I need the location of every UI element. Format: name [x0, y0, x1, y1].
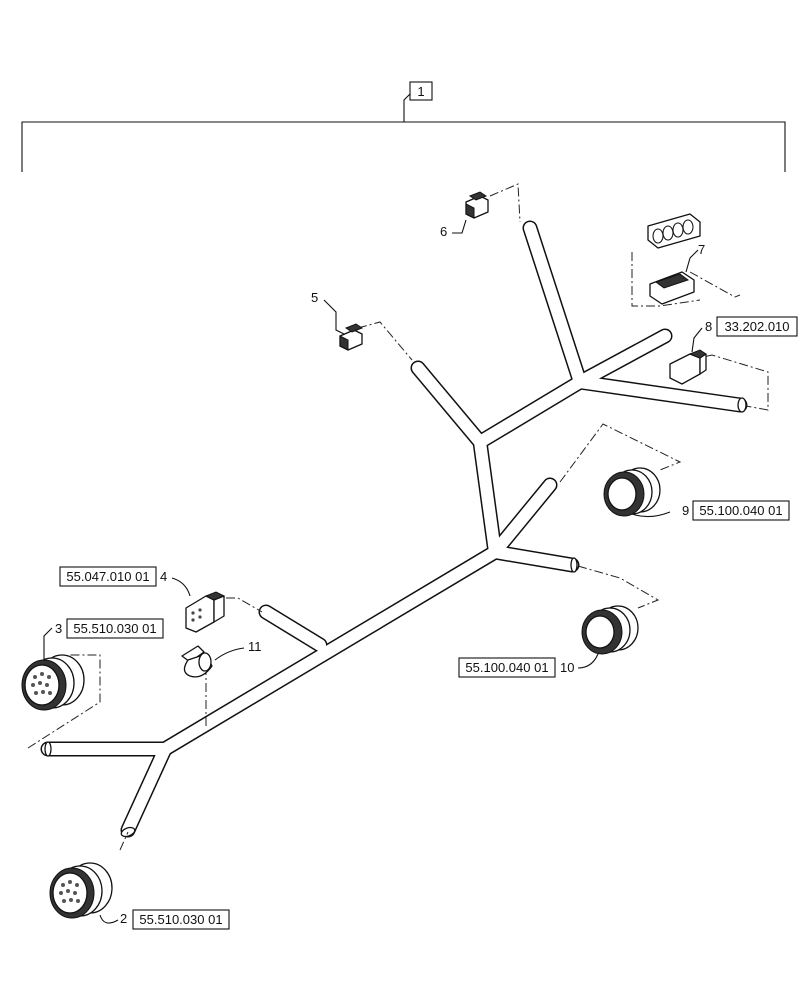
callout-item-7: 7 [685, 242, 705, 273]
assembly-item-number: 1 [417, 84, 424, 99]
item-2-circular-connector [49, 862, 113, 919]
assembly-bracket: 1 [21, 81, 786, 172]
item-4-rect-connector [185, 591, 226, 633]
item-8-number: 8 [705, 319, 712, 334]
callout-item-8: 8 33.202.010 [691, 316, 798, 353]
item-9-number: 9 [682, 503, 689, 518]
item-10-ref: 55.100.040 01 [465, 660, 548, 675]
item-6-number: 6 [440, 224, 447, 239]
callout-item-4: 4 55.047.010 01 [59, 566, 191, 597]
item-11-number: 11 [248, 639, 262, 654]
wire-harness [40, 220, 748, 838]
callout-item-5: 5 [311, 290, 345, 335]
callout-item-11: 11 [214, 639, 262, 661]
item-2-ref: 55.510.030 01 [139, 912, 222, 927]
item-8-connector [669, 349, 707, 385]
connection-lines [27, 183, 769, 851]
callout-item-3: 3 55.510.030 01 [43, 618, 164, 660]
item-3-number: 3 [55, 621, 62, 636]
item-4-ref: 55.047.010 01 [66, 569, 149, 584]
item-9-ref: 55.100.040 01 [699, 503, 782, 518]
item-2-number: 2 [120, 911, 127, 926]
item-4-number: 4 [160, 569, 167, 584]
item-10-number: 10 [560, 660, 574, 675]
item-5-connector [339, 323, 364, 351]
callout-item-9: 9 55.100.040 01 [631, 500, 790, 521]
item-6-connector [465, 191, 489, 219]
item-8-ref: 33.202.010 [724, 319, 789, 334]
callout-item-10: 10 55.100.040 01 [458, 653, 599, 678]
callout-item-2: 2 55.510.030 01 [99, 909, 230, 930]
item-11-p-clip [181, 645, 213, 678]
item-3-circular-connector [21, 654, 85, 711]
item-5-number: 5 [311, 290, 318, 305]
item-7-number: 7 [698, 242, 705, 257]
item-7-connector [647, 213, 701, 305]
item-10-round-connector [581, 605, 639, 655]
callout-item-6: 6 [440, 219, 467, 239]
item-9-round-connector [603, 467, 661, 517]
item-3-ref: 55.510.030 01 [73, 621, 156, 636]
